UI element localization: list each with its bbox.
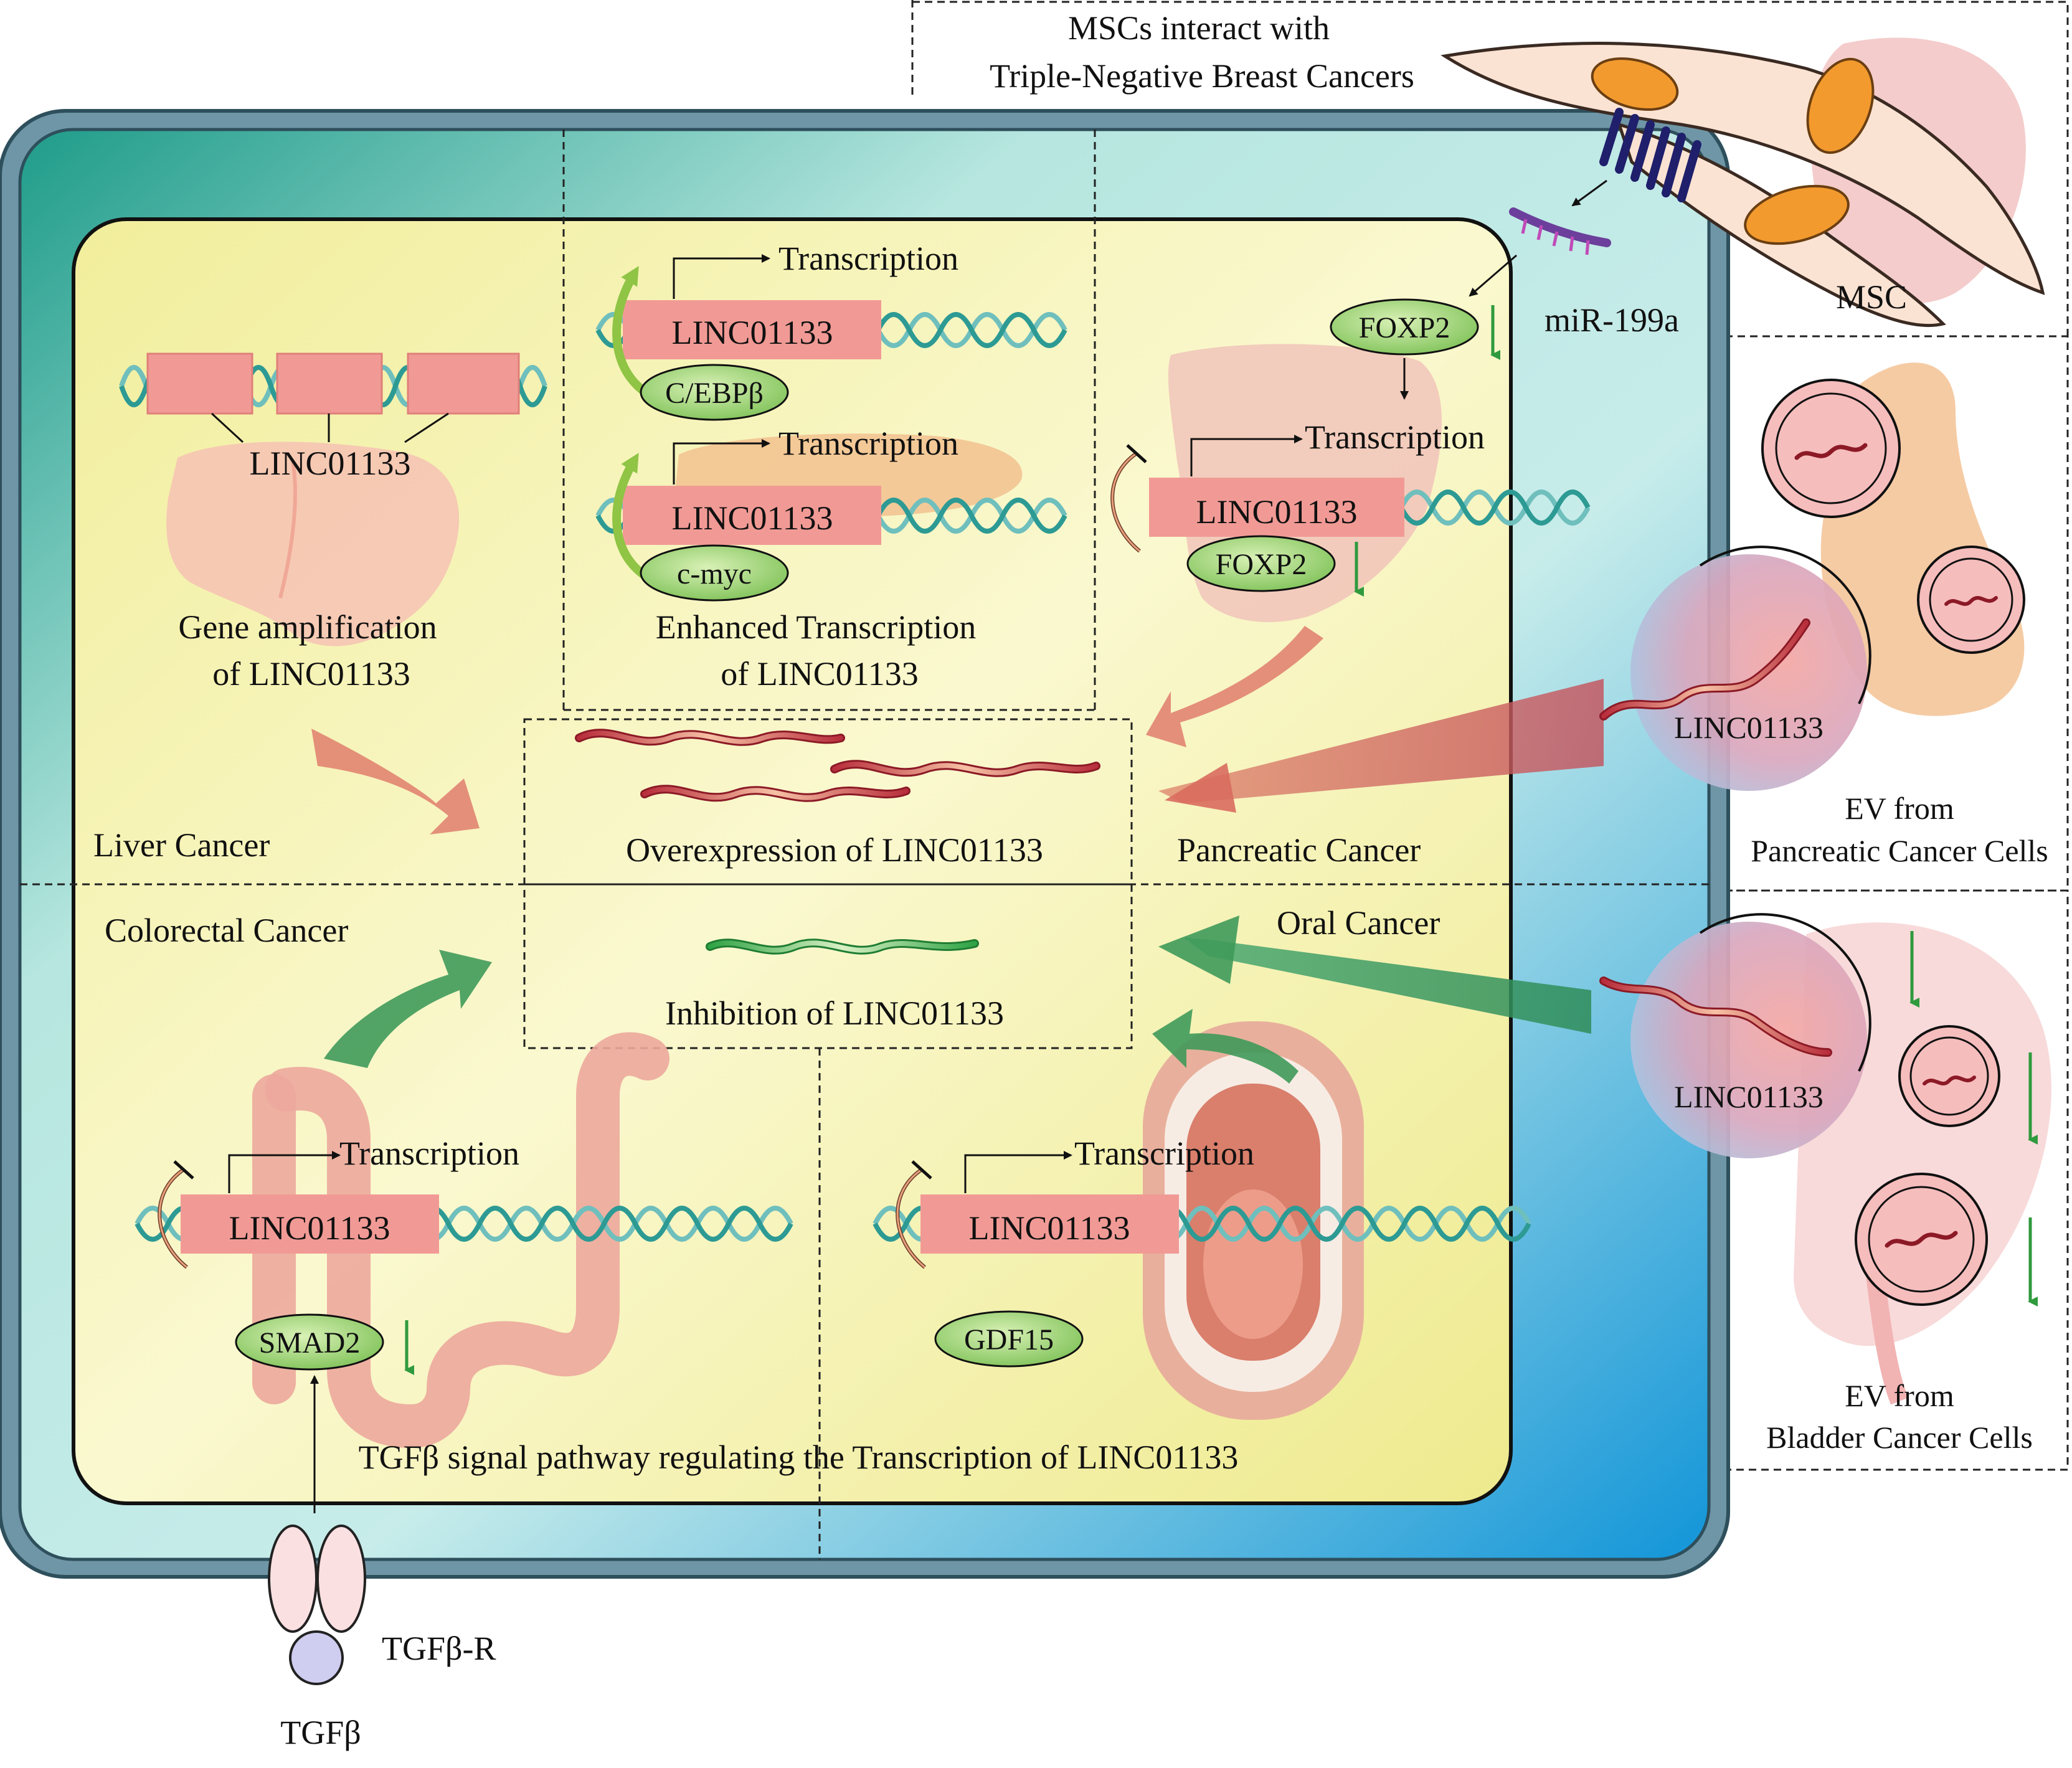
panel-dividers (20, 130, 1709, 1559)
liver-image (166, 442, 460, 646)
bladder-ev-beam (1183, 937, 1591, 1034)
tgfb-pathway-caption: TGFβ signal pathway regulating the Trans… (359, 1439, 1239, 1476)
ev-pancreatic-caption-line2: Pancreatic Cancer Cells (1751, 833, 2048, 868)
tgfb-receptor (268, 1525, 366, 1685)
liver-gene-box-2 (276, 352, 383, 415)
ev-bladder-linc-label: LINC01133 (1674, 1079, 1824, 1114)
mir-to-foxp2-arrow (1469, 254, 1517, 297)
liver-cancer-label: Liver Cancer (93, 826, 270, 864)
liver-gene-connectors (211, 412, 449, 443)
cebpb-gene-unit (595, 254, 1067, 421)
ev-pancreatic-large (1599, 546, 1871, 791)
liver-gene-box-1 (146, 352, 253, 415)
colon-image (265, 1032, 669, 1449)
cmyc-factor-label: c-myc (677, 557, 752, 590)
ev-pancreatic-caption-line1: EV from (1845, 791, 1954, 826)
foxp2-gene-unit (1110, 435, 1591, 597)
smad2-linc-label: LINC01133 (229, 1209, 390, 1247)
pancreatic-ev-arrowhead (1165, 763, 1236, 813)
colorectal-cancer-label: Colorectal Cancer (105, 912, 348, 949)
pancreatic-cancer-label: Pancreatic Cancer (1177, 831, 1421, 869)
cmyc-transcription-label: Transcription (778, 425, 958, 462)
ev-bladder-caption-line2: Bladder Cancer Cells (1766, 1420, 2033, 1455)
cmyc-linc-label: LINC01133 (672, 499, 833, 537)
ev-pancreatic-small-1 (1761, 379, 1901, 518)
liver-linc-label: LINC01133 (250, 445, 411, 482)
liver-lobe-line (278, 460, 297, 598)
receptor-cluster (1599, 108, 1701, 202)
inhibition-caption: Inhibition of LINC01133 (665, 995, 1004, 1032)
overexpression-rnas (575, 729, 1100, 802)
receptor-to-mir-arrow (1571, 179, 1607, 207)
mouth-image (1143, 1021, 1364, 1420)
oral-cancer-label: Oral Cancer (1277, 904, 1440, 942)
ev-bladder-small-2 (1855, 1173, 1988, 1306)
liver-gene-box-3 (407, 352, 520, 415)
cebpb-linc-label: LINC01133 (672, 314, 833, 351)
title-line2: Triple-Negative Breast Cancers (990, 57, 1414, 95)
bladder-ev-arrowhead (1158, 915, 1239, 984)
msc-label: MSC (1836, 278, 1907, 316)
tgfb-receptor-label: TGFβ-R (382, 1630, 496, 1667)
tgfb-ligand (289, 1630, 344, 1685)
smad2-factor-label: SMAD2 (259, 1326, 361, 1359)
ev-pancreatic-linc-label: LINC01133 (1674, 710, 1824, 745)
enhanced-caption-line1: Enhanced Transcription (656, 608, 976, 646)
tgfb-ligand-label: TGFβ (280, 1714, 361, 1751)
ev-bladder-small-1 (1898, 1025, 2000, 1127)
mir-199a-strand (1509, 207, 1611, 255)
colorectal-down-arrow (324, 950, 492, 1068)
ev-bladder-large (1599, 913, 1871, 1158)
gdf15-gene-unit (873, 1151, 1531, 1368)
liver-caption-line1: Gene amplification (178, 608, 437, 646)
gdf15-factor-label: GDF15 (964, 1323, 1054, 1356)
cebpb-factor-label: C/EBPβ (665, 377, 764, 410)
foxp2-top-label: FOXP2 (1359, 311, 1450, 344)
ev-bladder-caption-line1: EV from (1845, 1378, 1954, 1413)
enhanced-caption-line2: of LINC01133 (721, 655, 918, 693)
mir-label: miR-199a (1545, 301, 1679, 339)
smad2-gene-unit (135, 1151, 793, 1513)
foxp2-linc-label: LINC01133 (1196, 493, 1358, 531)
overexpression-caption: Overexpression of LINC01133 (626, 831, 1043, 869)
cebpb-transcription-label: Transcription (778, 240, 958, 277)
foxp2-bottom-label: FOXP2 (1216, 548, 1307, 581)
msc-cells-image (1440, 42, 2045, 328)
liver-up-arrow (311, 729, 480, 834)
pancreatic-ev-beam (1158, 679, 1604, 803)
pancreatic-up-arrow (1146, 626, 1323, 747)
cmyc-gene-unit (595, 439, 1067, 602)
liver-caption-line2: of LINC01133 (212, 655, 410, 693)
gdf15-linc-label: LINC01133 (969, 1209, 1130, 1247)
foxp2-top-oval (1330, 298, 1479, 356)
bladder-down-arrows (1909, 931, 2038, 1307)
gdf15-transcription-label: Transcription (1074, 1135, 1254, 1172)
inhibition-rna (706, 938, 979, 955)
title-line1: MSCs interact with (1068, 9, 1330, 47)
ev-pancreatic-small-2 (1917, 546, 2025, 654)
oral-down-arrow-inner (1152, 1009, 1299, 1084)
foxp2-transcription-label: Transcription (1305, 418, 1485, 456)
smad2-transcription-label: Transcription (339, 1135, 519, 1172)
